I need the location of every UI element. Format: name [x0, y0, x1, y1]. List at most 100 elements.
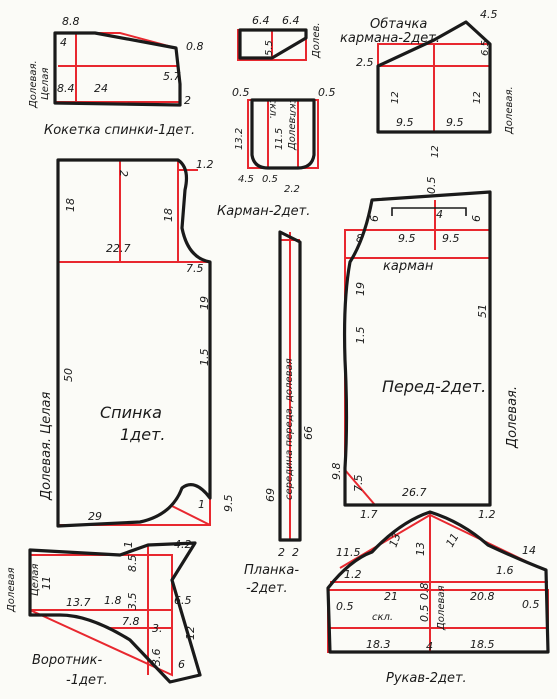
back-measure-18a: 18: [64, 198, 77, 212]
sleeve-title: Рукав-2дет.: [386, 671, 467, 686]
front-measure-98: 9.8: [330, 463, 343, 481]
collar-measure-78: 7.8: [122, 615, 140, 628]
yoke-measure-top: 8.8: [62, 15, 80, 28]
pocket-measure-45: 4.5: [238, 174, 254, 185]
sleeve-fold-label: скл.: [372, 612, 393, 623]
pocket-facing-piece: [376, 20, 492, 134]
yoke-measure-2: 2: [184, 94, 191, 107]
placket-measure-69: 69: [264, 488, 277, 502]
pocket-piece: [247, 98, 319, 170]
front-measure-05: 0.5: [425, 177, 438, 195]
facing-grain-label: Долевая.: [504, 86, 515, 135]
placket-grain-label: середина переда, долевая: [284, 358, 295, 500]
back-grain-label: Долевая. Целая: [39, 392, 54, 501]
collar-measure-42: 4.2: [174, 538, 192, 551]
back-measure-95: 9.5: [222, 495, 235, 513]
yoke-measure-left: 4: [60, 36, 67, 49]
front-measure-19: 19: [354, 282, 367, 296]
sleeve-measure-14: 14: [522, 544, 536, 557]
collar-title-1: Воротник-: [32, 653, 102, 668]
collar-grain-label-2: Целая: [30, 564, 41, 596]
yoke-piece: [53, 31, 182, 107]
front-measure-95b: 9.5: [442, 232, 460, 245]
facing-measure-95b: 9.5: [446, 116, 464, 129]
sleeve-measure-4: 4: [426, 640, 433, 653]
pocket-measure-05l: 0.5: [232, 86, 250, 99]
facing-measure-12a: 12: [390, 91, 401, 104]
facing-measure-25: 2.5: [356, 56, 374, 69]
yoke-measure-57: 5.7: [163, 70, 181, 83]
pocket-fold-2: скл.: [287, 98, 298, 119]
back-measure-1: 1: [198, 498, 205, 511]
placket-measure-2b: 2: [292, 546, 299, 559]
yoke-measure-08: 0.8: [186, 40, 204, 53]
back-measure-19: 19: [198, 296, 211, 310]
facing-measure-95a: 9.5: [396, 116, 414, 129]
sleeve-piece: [326, 510, 550, 654]
back-measure-50: 50: [62, 368, 75, 382]
yoke-title: Кокетка спинки-1дет.: [44, 123, 195, 138]
back-measure-227: 22.7: [106, 242, 131, 255]
collar-measure-12: 12: [184, 626, 197, 640]
yoke-grain-label: Долевая.: [28, 60, 39, 109]
pocket-measure-05b: 0.5: [262, 174, 278, 185]
sleeve-measure-05l: 0.5: [336, 600, 354, 613]
collar-measure-137: 13.7: [66, 596, 91, 609]
sleeve-measure-11: 11: [443, 531, 461, 550]
sleeve-measure-16: 1.6: [496, 564, 514, 577]
pocket-measure-115: 11.5: [274, 128, 285, 150]
pocket-measure-64a: 6.4: [252, 14, 270, 27]
sleeve-measure-185: 18.5: [470, 638, 495, 651]
sleeve-measure-115: 11.5: [336, 546, 361, 559]
collar-measure-3: 3.: [152, 622, 163, 635]
placket-title-2: -2дет.: [246, 581, 288, 596]
pocket-title: Карман-2дет.: [217, 204, 310, 219]
placket-title-1: Планка-: [244, 563, 299, 578]
yoke-measure-84: 8.4: [57, 82, 75, 95]
collar-measure-36: 3.6: [150, 649, 163, 667]
placket-piece: [278, 230, 302, 542]
collar-title-2: -1дет.: [66, 673, 108, 688]
pocket-flap-piece: [237, 28, 308, 61]
collar-measure-11: 11: [40, 576, 53, 590]
collar-measure-6: 6: [178, 658, 185, 671]
pocket-grain-label: Долев.: [311, 22, 322, 59]
front-pocket-label: карман: [383, 259, 434, 274]
pocket-measure-22: 2.2: [284, 184, 300, 195]
back-measure-12: 1.2: [196, 158, 214, 171]
back-measure-75: 7.5: [186, 262, 204, 275]
sleeve-measure-12l: 1.2: [344, 568, 362, 581]
pocket-measure-55: 5.5: [264, 40, 275, 56]
facing-measure-12b: 12: [472, 91, 483, 104]
front-measure-267: 26.7: [402, 486, 427, 499]
pocket-facing-title-2: кармана-2дет.: [340, 31, 440, 46]
collar-measure-18: 1.8: [104, 594, 122, 607]
pocket-facing-title-1: Обтачка: [370, 17, 427, 32]
sleeve-measure-12top: 1.2: [478, 508, 496, 521]
placket-measure-66: 66: [302, 426, 315, 440]
pocket-measure-64b: 6.4: [282, 14, 300, 27]
sleeve-measure-208: 20.8: [470, 590, 495, 603]
collar-grain-label: Долевая: [6, 567, 17, 613]
front-measure-6a: 6: [368, 215, 381, 222]
front-measure-51: 51: [476, 304, 489, 318]
collar-measure-85: 8.5: [126, 555, 139, 573]
collar-measure-35: 3.5: [126, 593, 139, 611]
yoke-measure-24: 24: [94, 82, 108, 95]
front-piece: [342, 190, 492, 507]
back-measure-18b: 18: [162, 208, 175, 222]
sleeve-measure-13a: 13: [387, 531, 404, 549]
collar-measure-65: 6.5: [174, 594, 192, 607]
facing-measure-65: 6.5: [480, 40, 491, 56]
front-measure-4: 4: [436, 208, 443, 221]
front-measure-8: 8: [356, 232, 363, 245]
sleeve-measure-17: 1.7: [360, 508, 378, 521]
front-measure-15: 1.5: [354, 327, 367, 345]
back-measure-2: 2: [117, 170, 130, 177]
sleeve-measure-08: 0.8: [418, 583, 431, 601]
front-grain-label: Долевая.: [505, 386, 520, 449]
sleeve-measure-05: 0.5: [418, 605, 431, 623]
pocket-fold-1: скл.: [267, 98, 278, 119]
placket-measure-2a: 2: [278, 546, 285, 559]
